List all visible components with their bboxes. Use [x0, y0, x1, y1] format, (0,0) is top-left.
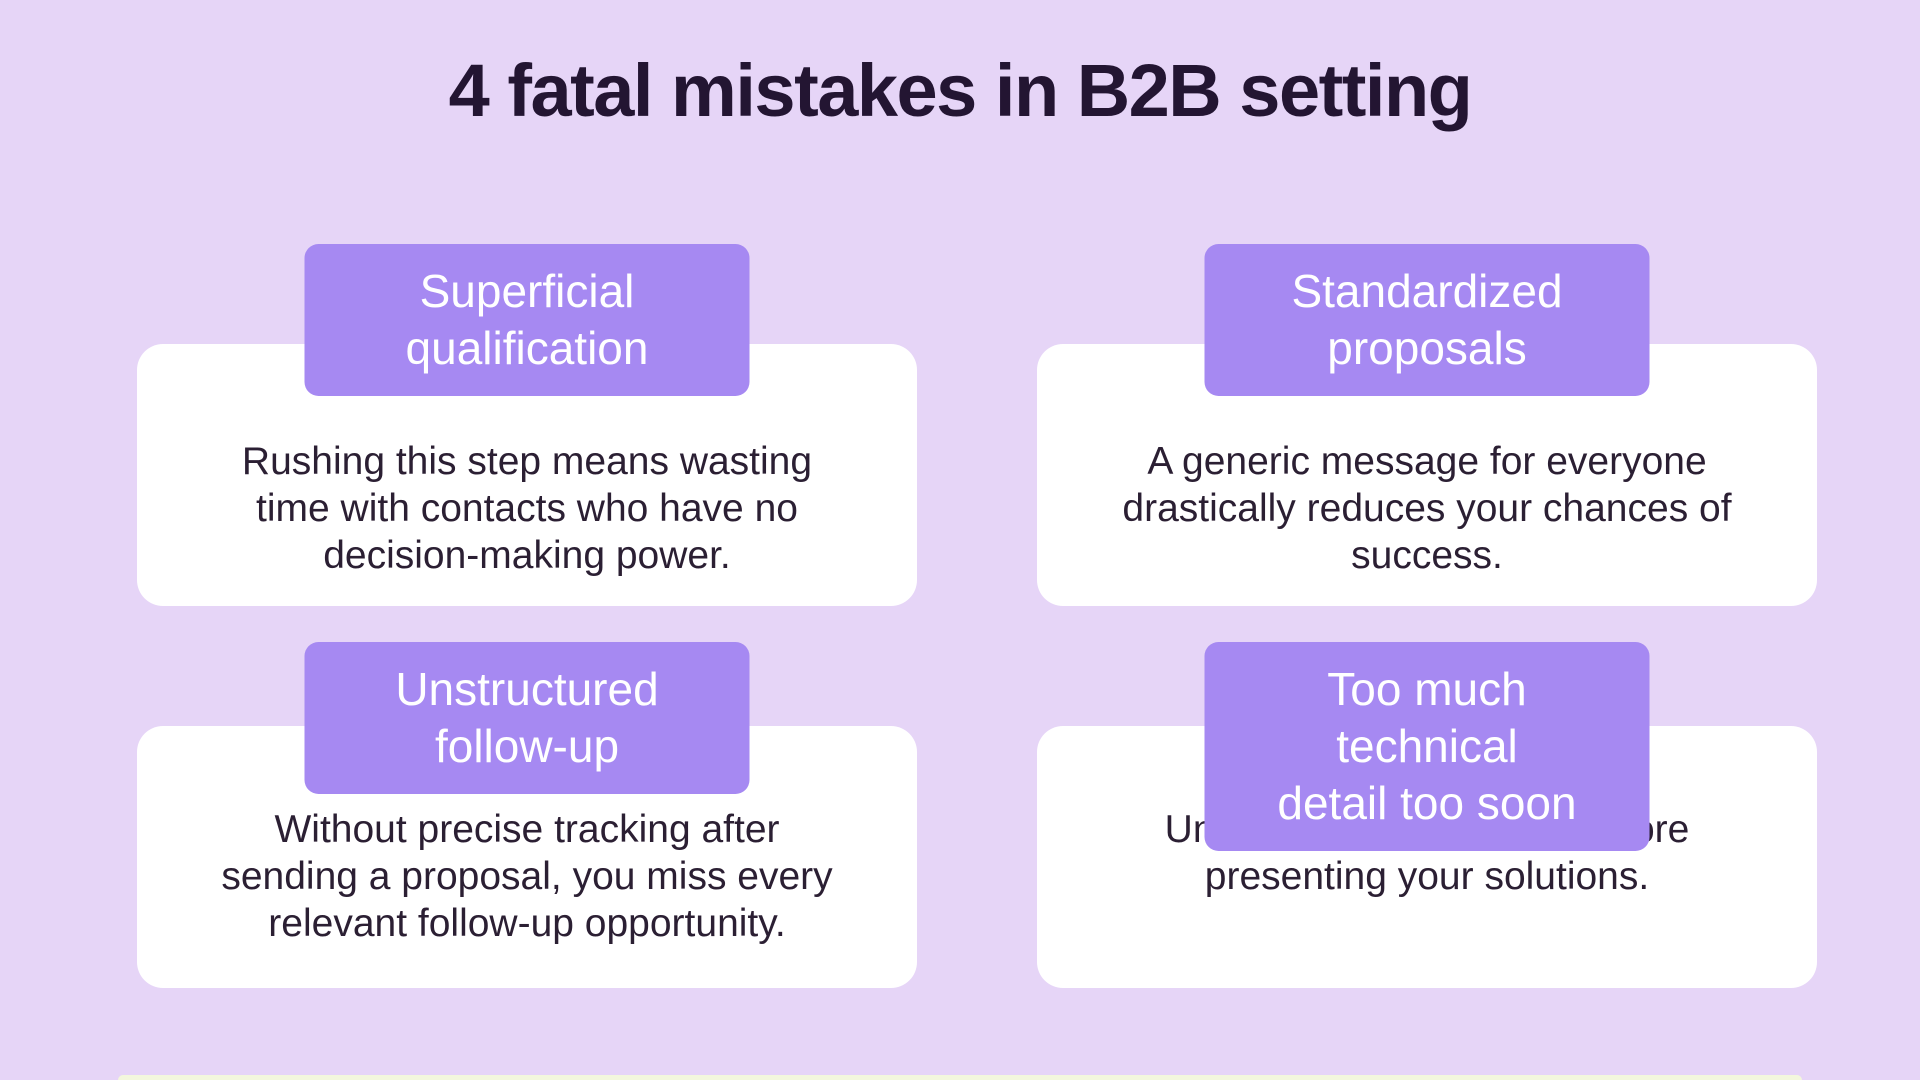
bottom-edge-strip	[118, 1075, 1802, 1080]
card-body-text: A generic message for everyone drastical…	[1122, 440, 1732, 577]
mistake-card-standardized-proposals: Standardized proposals A generic message…	[1037, 244, 1817, 606]
card-label-badge: Unstructured follow-up	[304, 642, 750, 794]
mistake-card-unstructured-follow-up: Unstructured follow-up Without precise t…	[137, 642, 917, 988]
card-body-text: Without precise tracking after sending a…	[221, 808, 833, 945]
card-label-badge: Too much technical detail too soon	[1204, 642, 1650, 851]
card-label-badge: Superficial qualification	[304, 244, 750, 396]
card-body-text: Rushing this step means wasting time wit…	[241, 440, 813, 577]
page-title: 4 fatal mistakes in B2B setting	[448, 49, 1473, 132]
mistakes-grid: Superficial qualification Rushing this s…	[137, 244, 1817, 988]
mistake-card-superficial-qualification: Superficial qualification Rushing this s…	[137, 244, 917, 606]
mistake-card-too-much-technical-detail: Too much technical detail too soon Under…	[1037, 642, 1817, 988]
card-label-badge: Standardized proposals	[1204, 244, 1650, 396]
